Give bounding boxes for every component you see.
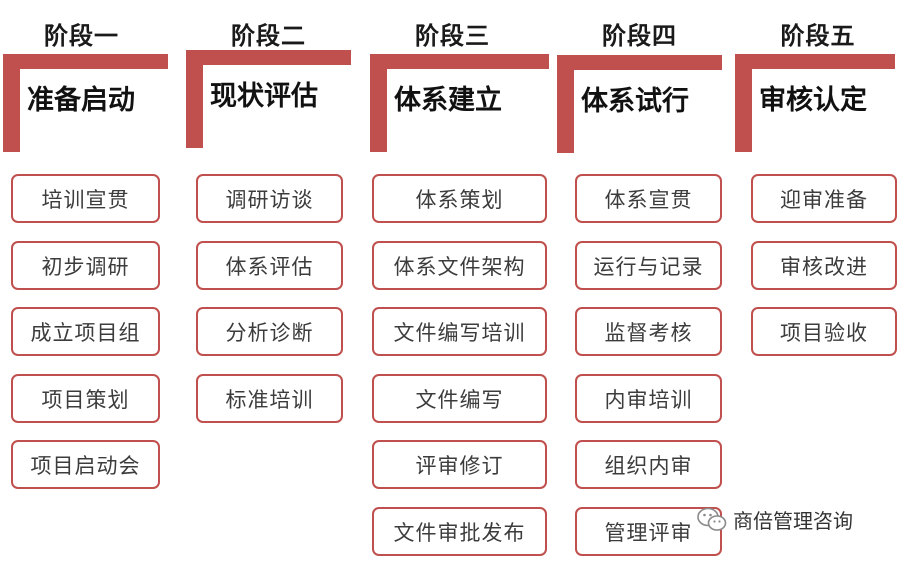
phase-3-bracket-top	[370, 54, 549, 69]
phase-3-bracket: 体系建立	[370, 54, 549, 152]
task-card: 文件编写	[372, 374, 547, 423]
task-card: 运行与记录	[575, 241, 722, 290]
task-card: 体系文件架构	[372, 241, 547, 290]
task-card: 组织内审	[575, 440, 722, 489]
phase-3-label: 阶段三	[415, 22, 490, 50]
phase-5-bracket-left	[735, 54, 752, 152]
task-card: 项目策划	[11, 374, 160, 423]
phase-4-bracket-top	[557, 55, 722, 70]
phase-5-label: 阶段五	[780, 22, 856, 50]
phase-1-label: 阶段一	[44, 22, 119, 50]
phase-1-bracket: 准备启动	[3, 54, 168, 152]
phase-1-bracket-top	[3, 54, 168, 69]
phase-2-bracket-top	[186, 50, 351, 65]
phase-5: 阶段五 审核认定 迎审准备 审核改进 项目验收	[735, 0, 901, 561]
wechat-icon	[697, 507, 727, 531]
watermark: 商倍管理咨询	[697, 505, 853, 534]
task-card: 标准培训	[196, 374, 343, 423]
phase-5-bracket-top	[735, 54, 895, 69]
phase-2-label: 阶段二	[231, 22, 306, 50]
phase-4-name: 体系试行	[581, 86, 689, 117]
phase-3: 阶段三 体系建立 体系策划 体系文件架构 文件编写培训 文件编写 评审修订 文件…	[370, 0, 549, 561]
task-card: 项目启动会	[11, 440, 160, 489]
phase-2-bracket-left	[186, 50, 203, 148]
phase-4-bracket-left	[557, 55, 574, 153]
task-card: 培训宣贯	[11, 174, 160, 223]
phase-3-bracket-left	[370, 54, 387, 152]
phase-1-bracket-left	[3, 54, 20, 152]
task-card: 体系宣贯	[575, 174, 722, 223]
phase-2: 阶段二 现状评估 调研访谈 体系评估 分析诊断 标准培训	[186, 0, 351, 561]
task-card: 成立项目组	[11, 307, 160, 356]
task-card: 体系策划	[372, 174, 547, 223]
task-card: 监督考核	[575, 307, 722, 356]
phase-4-label: 阶段四	[602, 22, 677, 50]
phase-1: 阶段一 准备启动 培训宣贯 初步调研 成立项目组 项目策划 项目启动会	[3, 0, 168, 561]
phase-2-name: 现状评估	[210, 81, 318, 112]
watermark-text: 商倍管理咨询	[733, 509, 853, 533]
phase-1-name: 准备启动	[27, 85, 135, 116]
task-card: 内审培训	[575, 374, 722, 423]
task-card: 审核改进	[751, 241, 897, 290]
task-card: 文件编写培训	[372, 307, 547, 356]
phase-3-name: 体系建立	[394, 85, 502, 116]
task-card: 分析诊断	[196, 307, 343, 356]
task-card: 迎审准备	[751, 174, 897, 223]
phase-4: 阶段四 体系试行 体系宣贯 运行与记录 监督考核 内审培训 组织内审 管理评审	[557, 0, 722, 561]
task-card: 评审修订	[372, 440, 547, 489]
task-card: 项目验收	[751, 307, 897, 356]
task-card: 初步调研	[11, 241, 160, 290]
task-card: 体系评估	[196, 241, 343, 290]
phase-5-name: 审核认定	[759, 85, 867, 116]
phase-5-bracket: 审核认定	[735, 54, 895, 152]
task-card: 文件审批发布	[372, 507, 547, 556]
task-card: 调研访谈	[196, 174, 343, 223]
phase-4-bracket: 体系试行	[557, 55, 722, 153]
phase-2-bracket: 现状评估	[186, 50, 351, 148]
